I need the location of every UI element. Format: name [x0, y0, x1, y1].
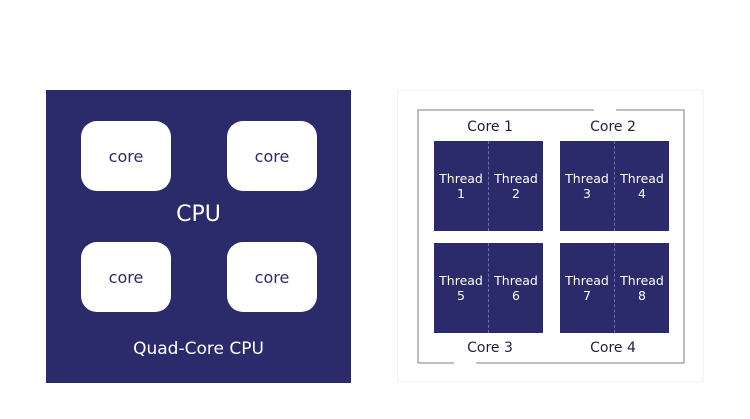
thread-1: Thread 1 — [434, 171, 488, 201]
thread-6-word: Thread — [494, 273, 538, 288]
thread-3: Thread 3 — [560, 171, 614, 201]
core-label-1: Core 1 — [467, 119, 513, 135]
core-box-bottom-right: core — [227, 242, 317, 312]
core-2-block: Thread 3 Thread 4 — [560, 141, 669, 231]
thread-divider — [614, 243, 615, 333]
thread-4-number: 4 — [638, 186, 646, 201]
thread-7-word: Thread — [565, 273, 609, 288]
thread-5-number: 5 — [457, 288, 465, 303]
thread-5-word: Thread — [439, 273, 483, 288]
thread-divider — [488, 243, 489, 333]
core-label-3: Core 3 — [467, 340, 513, 356]
core-3-block: Thread 5 Thread 6 — [434, 243, 543, 333]
thread-4: Thread 4 — [615, 171, 669, 201]
thread-3-number: 3 — [583, 186, 591, 201]
thread-8-number: 8 — [638, 288, 646, 303]
thread-7-number: 7 — [583, 288, 591, 303]
core-1-block: Thread 1 Thread 2 — [434, 141, 543, 231]
thread-6-number: 6 — [512, 288, 520, 303]
thread-divider — [614, 141, 615, 231]
core-box-bottom-left: core — [81, 242, 171, 312]
thread-2: Thread 2 — [489, 171, 543, 201]
cpu-caption: Quad-Core CPU — [133, 339, 264, 359]
multithread-diagram-panel: Core 1 Core 2 Thread 1 Thread 2 Thread 3… — [397, 90, 704, 382]
thread-2-word: Thread — [494, 171, 538, 186]
thread-4-word: Thread — [620, 171, 664, 186]
thread-7: Thread 7 — [560, 273, 614, 303]
core-4-block: Thread 7 Thread 8 — [560, 243, 669, 333]
thread-divider — [488, 141, 489, 231]
core-frame-outline — [417, 105, 685, 368]
thread-3-word: Thread — [565, 171, 609, 186]
thread-6: Thread 6 — [489, 273, 543, 303]
thread-8: Thread 8 — [615, 273, 669, 303]
thread-2-number: 2 — [512, 186, 520, 201]
thread-8-word: Thread — [620, 273, 664, 288]
core-box-top-right: core — [227, 121, 317, 191]
core-label-2: Core 2 — [590, 119, 636, 135]
core-label-4: Core 4 — [590, 340, 636, 356]
thread-1-number: 1 — [457, 186, 465, 201]
cpu-label: CPU — [176, 202, 221, 227]
quad-core-cpu-panel: core core CPU core core Quad-Core CPU — [46, 90, 351, 383]
thread-5: Thread 5 — [434, 273, 488, 303]
core-box-top-left: core — [81, 121, 171, 191]
thread-1-word: Thread — [439, 171, 483, 186]
